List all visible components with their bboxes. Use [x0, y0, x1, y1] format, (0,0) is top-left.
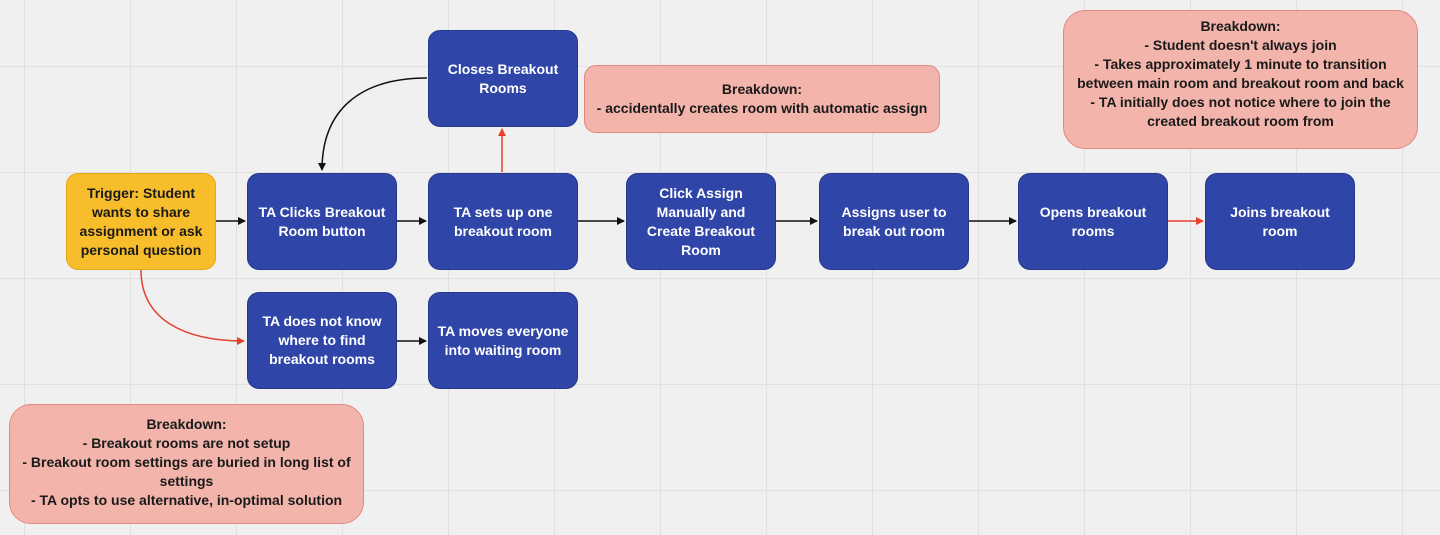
- ta-clicks-breakout-room-node[interactable]: TA Clicks Breakout Room button: [247, 173, 397, 270]
- joins-breakout-room-node[interactable]: Joins breakout room: [1205, 173, 1355, 270]
- opens-breakout-rooms-node[interactable]: Opens breakout rooms: [1018, 173, 1168, 270]
- breakdown-note-breakout-setup: Breakdown: - Breakout rooms are not setu…: [9, 404, 364, 524]
- ta-moves-everyone-node[interactable]: TA moves everyone into waiting room: [428, 292, 578, 389]
- arrow-trigger-to-ta-not-know: [140, 269, 245, 345]
- arrow-closes-breakout-to-ta-clicks: [318, 77, 428, 171]
- trigger-node[interactable]: Trigger: Student wants to share assignme…: [66, 173, 216, 270]
- assigns-user-node[interactable]: Assigns user to break out room: [819, 173, 969, 270]
- breakdown-note-student-join: Breakdown: - Student doesn't always join…: [1063, 10, 1418, 149]
- closes-breakout-rooms-node[interactable]: Closes Breakout Rooms: [428, 30, 578, 127]
- click-assign-manually-node[interactable]: Click Assign Manually and Create Breakou…: [626, 173, 776, 270]
- ta-does-not-know-node[interactable]: TA does not know where to find breakout …: [247, 292, 397, 389]
- breakdown-note-automatic-assign: Breakdown: - accidentally creates room w…: [584, 65, 940, 133]
- ta-sets-up-breakout-room-node[interactable]: TA sets up one breakout room: [428, 173, 578, 270]
